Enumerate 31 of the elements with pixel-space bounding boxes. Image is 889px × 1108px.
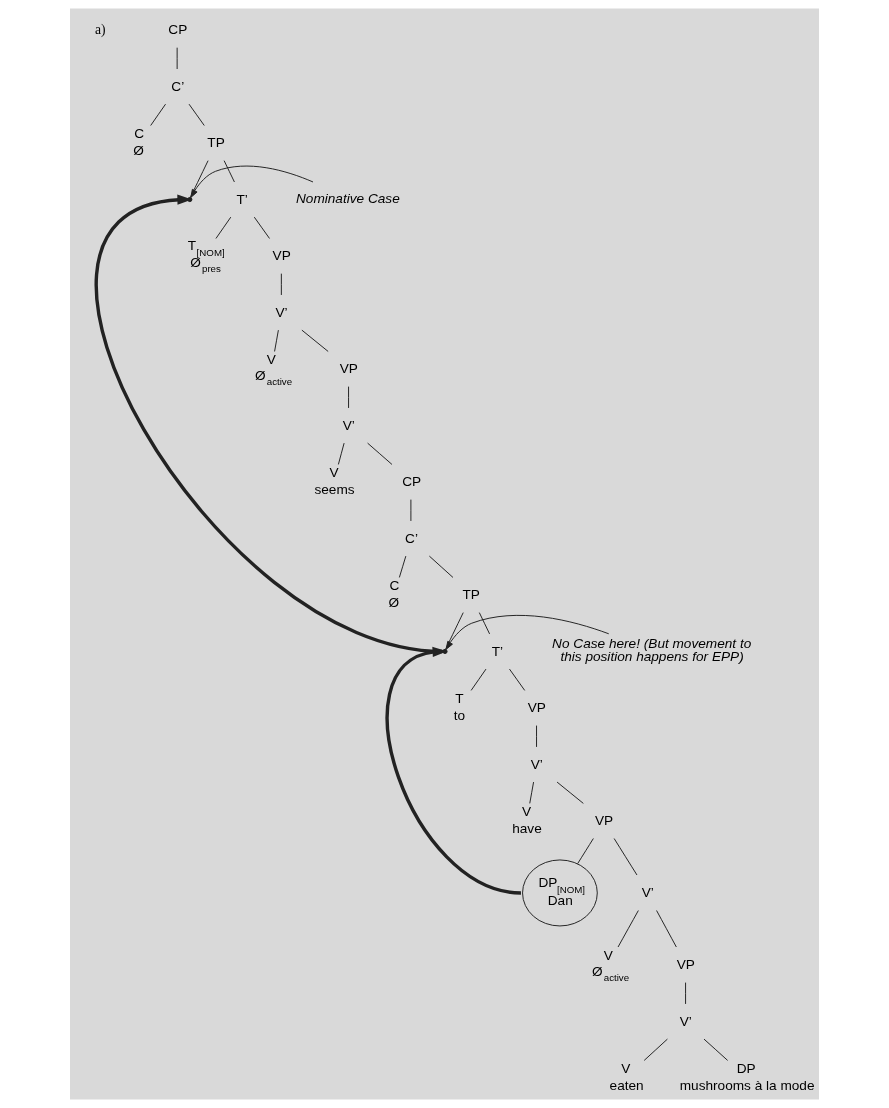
node-text: T$_{[NOM]}$ Ø$_{pres}$ [187, 238, 225, 275]
node-text: No Case here! (But movement to this position happens for EPP) [552, 635, 752, 665]
node-text: V Ø$_{active}$ [592, 948, 630, 984]
node-text: TP [462, 587, 480, 603]
label: a) [94, 21, 106, 37]
node-text: VP [676, 957, 695, 973]
node-text: C’ [405, 530, 418, 546]
node-text: V’ [641, 885, 654, 901]
node-text: VP [339, 361, 358, 377]
node-text: TP [207, 135, 225, 151]
node-text: Nominative Case [295, 190, 400, 206]
node-text: T’ [491, 643, 504, 659]
node-text: CP [168, 22, 188, 38]
node-text: V’ [275, 304, 288, 320]
node-text: V have [512, 804, 542, 836]
node-text: C Ø [388, 578, 400, 610]
node-text: V’ [530, 756, 543, 772]
node-text: C Ø [133, 126, 145, 158]
node-text: T’ [236, 191, 248, 207]
node-text: VP [272, 248, 291, 264]
node-text: VP [594, 813, 614, 829]
node-text: DP mushrooms à la mode [679, 1061, 815, 1093]
node-text: VP [527, 700, 546, 716]
node-text: V’ [342, 417, 355, 433]
node-text: V’ [679, 1013, 692, 1029]
node-text: CP [402, 474, 422, 490]
node-text: V Ø$_{active}$ [255, 352, 293, 388]
node-text: V eaten [609, 1061, 644, 1093]
node-text: T to [453, 691, 466, 723]
node-text: C’ [171, 78, 185, 94]
node-text: V seems [314, 465, 355, 497]
